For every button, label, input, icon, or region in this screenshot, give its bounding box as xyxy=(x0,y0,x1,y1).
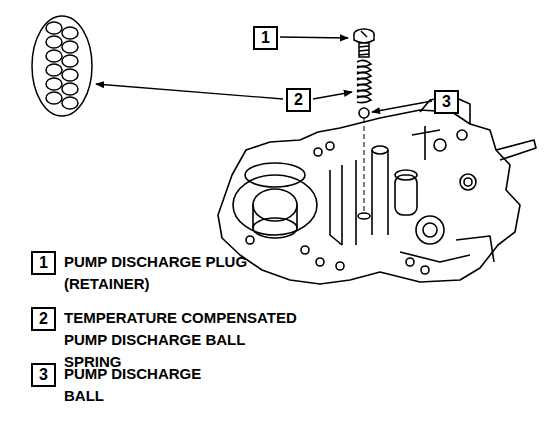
spring-detail-inset xyxy=(32,16,92,116)
callout-box: 1 xyxy=(253,26,278,50)
key-box: 1 xyxy=(31,251,56,275)
callout-number: 3 xyxy=(39,367,48,383)
part-name: PUMP DISCHARGE PLUG (RETAINER) xyxy=(64,251,252,295)
key-box: 2 xyxy=(31,307,56,331)
discharge-plug xyxy=(354,29,374,57)
key-box: 3 xyxy=(31,363,56,387)
callout-number: 1 xyxy=(39,255,48,271)
part-name: PUMP DISCHARGE BALL xyxy=(64,363,206,407)
ball-spring xyxy=(357,60,371,102)
callout-box: 3 xyxy=(434,90,459,114)
callout-number: 1 xyxy=(261,30,270,46)
callout-number: 2 xyxy=(294,92,303,108)
body-outline xyxy=(218,110,520,284)
discharge-ball xyxy=(359,108,369,118)
callout-number: 2 xyxy=(39,311,48,327)
callout-box: 2 xyxy=(286,88,311,112)
callout-number: 3 xyxy=(442,94,451,110)
spring-detail xyxy=(46,22,78,109)
part-name: TEMPERATURE COMPENSATED PUMP DISCHARGE B… xyxy=(64,307,301,373)
